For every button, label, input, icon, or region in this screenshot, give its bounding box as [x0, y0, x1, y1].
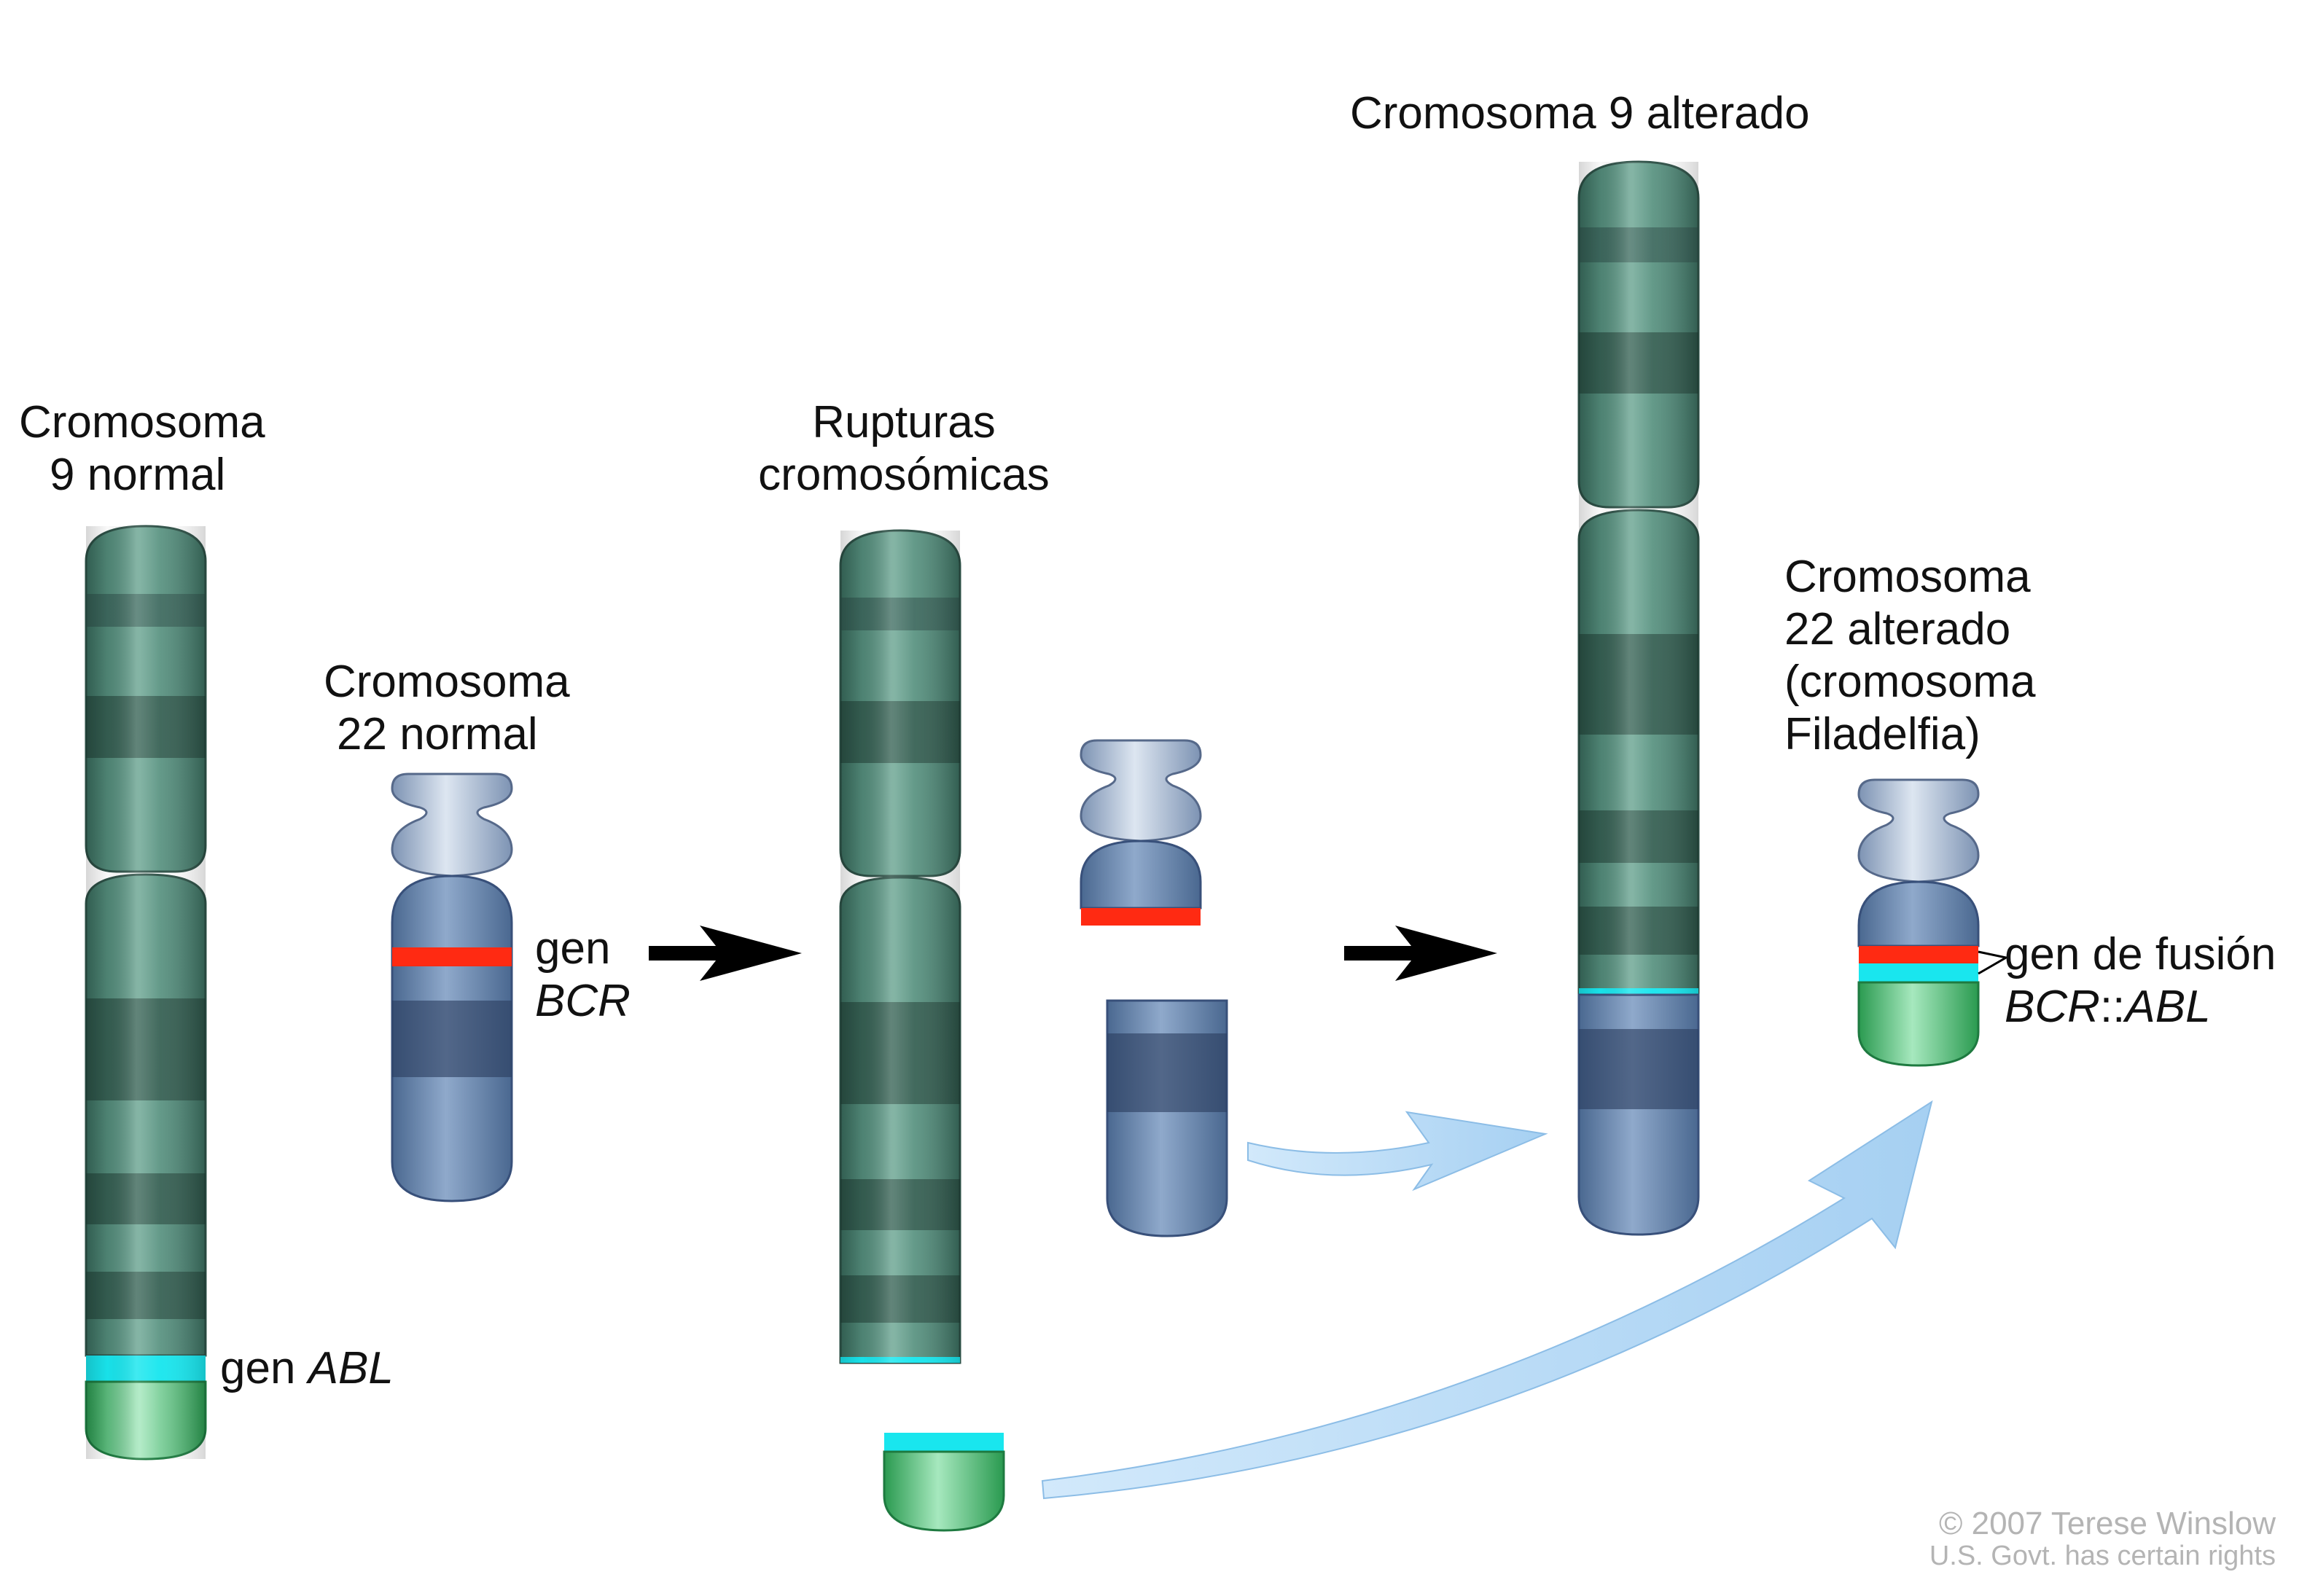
label-line: gen	[535, 923, 611, 974]
step-arrow-1	[649, 926, 802, 981]
fusion-gene-name: BCR::ABL	[2005, 981, 2276, 1033]
label-fusion-gene: gen de fusión BCR::ABL	[2005, 928, 2276, 1033]
philadelphia-chromosome	[1857, 778, 1980, 1067]
chromosome-9-normal	[85, 525, 207, 1460]
label-chromosome-22-altered: Cromosoma 22 alterado (cromosoma Filadel…	[1784, 551, 2036, 761]
bcr-band	[392, 947, 512, 966]
gene-separator: ::	[2099, 982, 2126, 1032]
label-chromosome-9-normal: Cromosoma 9 normal	[19, 396, 265, 501]
copyright-credit: © 2007 Terese Winslow	[1938, 1506, 2276, 1541]
label-line: Rupturas	[812, 397, 996, 447]
gene-name: BCR	[2005, 982, 2100, 1032]
label-line: Cromosoma	[324, 657, 570, 707]
label-line: (cromosoma	[1784, 657, 2036, 707]
label-chromosome-22-normal: Cromosoma 22 normal	[324, 656, 570, 761]
abl-fragment	[883, 1433, 1005, 1532]
label-line: Cromosoma	[1784, 552, 2031, 602]
abl-band	[1859, 963, 1978, 982]
label-line: cromosómicas	[758, 450, 1050, 500]
bcr-band	[1859, 946, 1978, 963]
label-line: 22 normal	[337, 709, 538, 759]
chromosome-22-normal	[391, 772, 513, 1202]
chromosome-9-broken	[839, 529, 961, 1364]
fusion-gene-pointer	[1978, 950, 2010, 975]
label-abl-gene: gen ABL	[220, 1342, 394, 1395]
label-line: Filadelfia)	[1784, 709, 1981, 759]
label-line: 9 normal	[50, 450, 226, 500]
label-line: 22 alterado	[1784, 604, 2011, 654]
gene-name: BCR	[535, 976, 631, 1026]
gene-name: ABL	[2125, 982, 2211, 1032]
label-line: gen de fusión	[2005, 929, 2276, 979]
abl-band	[86, 1356, 206, 1382]
translocation-arrow-9-to-22	[1041, 1100, 1933, 1500]
rights-notice: U.S. Govt. has certain rights	[1929, 1541, 2276, 1571]
label-chromosome-9-altered: Cromosoma 9 alterado	[1350, 88, 1810, 138]
label-prefix: gen	[220, 1343, 296, 1393]
translocation-arrow-22-to-9	[1247, 1111, 1548, 1192]
step-arrow-2	[1344, 926, 1497, 981]
label-bcr-gene: gen BCR	[535, 923, 631, 1028]
gene-name: ABL	[308, 1343, 394, 1393]
chromosome-22-broken-bottom	[1106, 999, 1228, 1237]
label-line: Cromosoma	[19, 397, 265, 447]
label-chromosome-breaks: Rupturas cromosómicas	[736, 396, 1072, 501]
chromosome-22-broken-top	[1080, 739, 1202, 926]
chromosome-9-altered	[1577, 160, 1700, 1236]
